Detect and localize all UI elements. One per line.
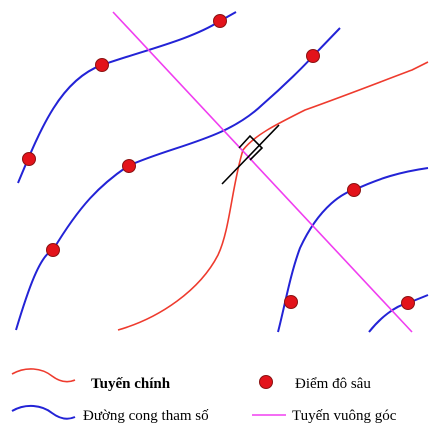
main-line-curve xyxy=(117,61,429,331)
depth-point xyxy=(122,159,136,173)
depth-point xyxy=(347,183,361,197)
legend-parametric-curve-label: Đường cong tham số xyxy=(83,408,209,424)
depth-point xyxy=(22,152,36,166)
legend-main-line-swatch xyxy=(11,368,76,383)
depth-point xyxy=(401,296,415,310)
perpendicular-line xyxy=(112,11,413,333)
depth-point xyxy=(46,243,60,257)
depth-points xyxy=(22,14,415,310)
depth-point xyxy=(284,295,298,309)
depth-point xyxy=(306,49,320,63)
legend-parametric-curve-swatch xyxy=(11,405,76,420)
normal-segment xyxy=(221,124,280,185)
depth-point xyxy=(213,14,227,28)
legend-depth-point-label: Điểm đô sâu xyxy=(295,376,371,392)
depth-point xyxy=(95,58,109,72)
parametric-curve-1 xyxy=(17,11,237,184)
right-angle-marker xyxy=(238,134,264,161)
parametric-curve-2 xyxy=(15,27,341,331)
legend-main-line-label: Tuyến chính xyxy=(91,376,171,392)
legend: Tuyến chính Điểm đô sâu Đường cong tham … xyxy=(11,368,397,424)
parametric-curve-4 xyxy=(368,294,429,333)
legend-depth-point-swatch xyxy=(259,375,273,389)
legend-perpendicular-label: Tuyến vuông góc xyxy=(292,408,397,424)
parametric-curve-3 xyxy=(277,167,429,333)
